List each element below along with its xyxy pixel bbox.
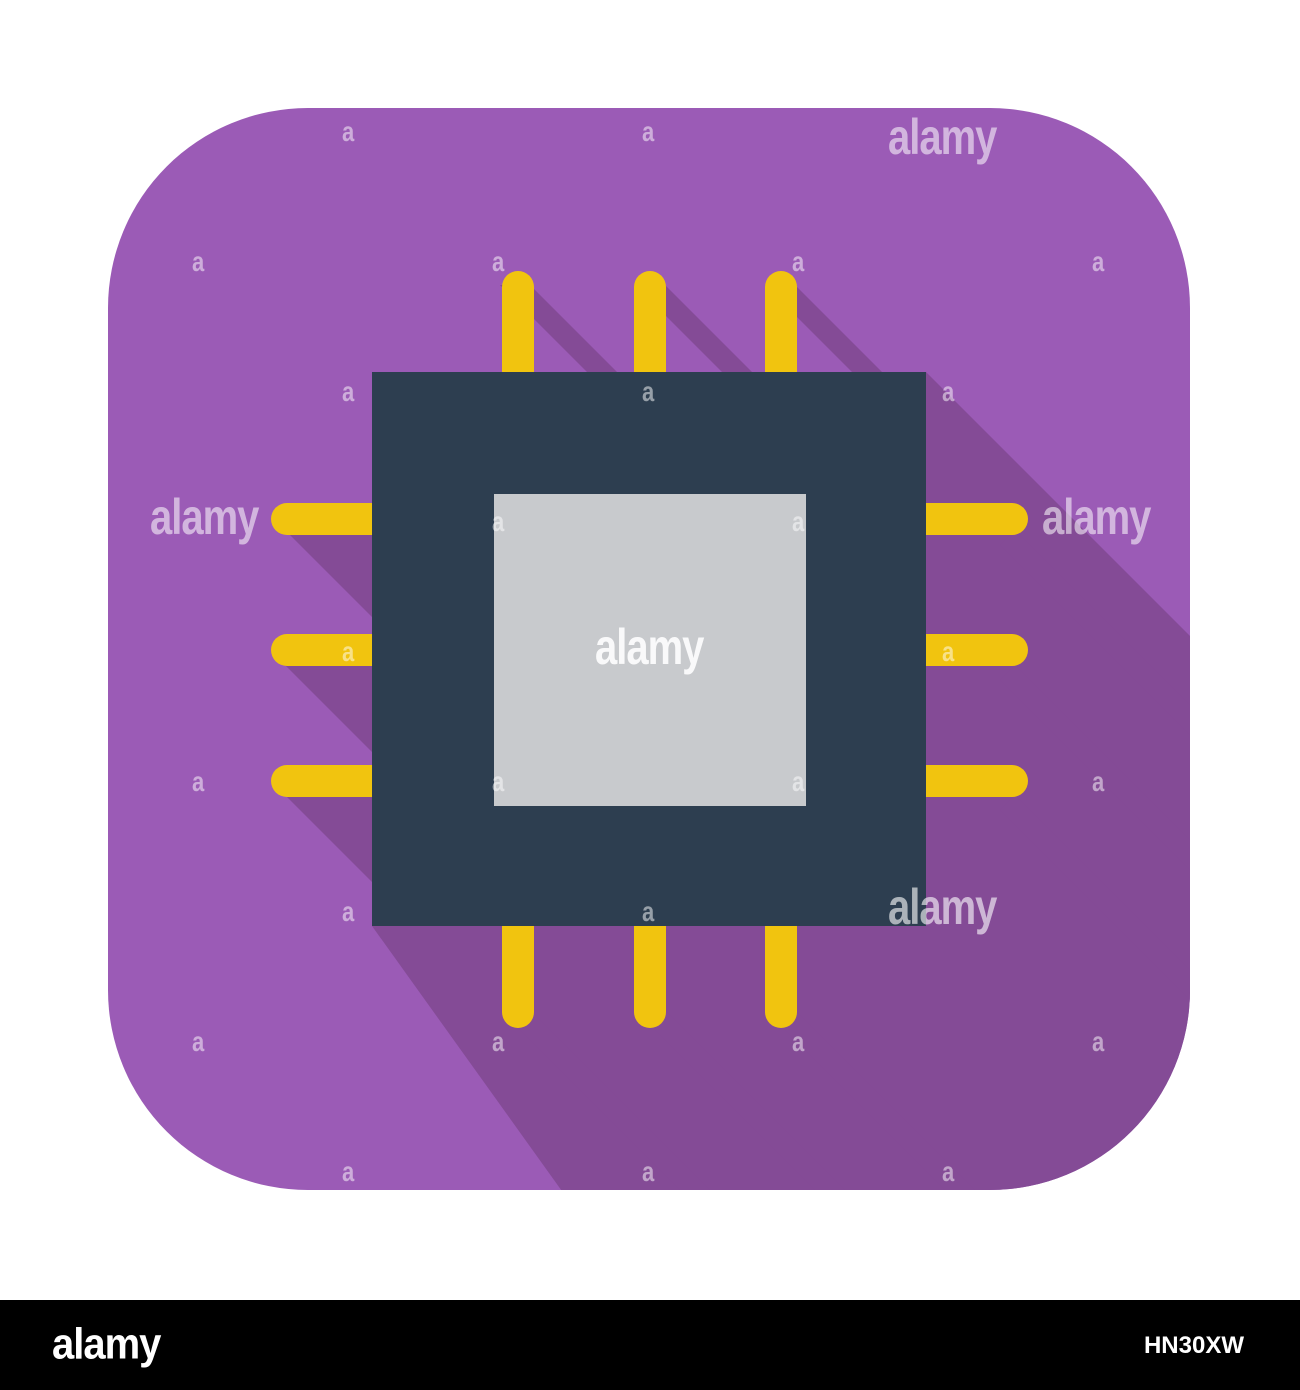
footer-bar: alamy HN30XW [0,1300,1300,1390]
pin-right-2 [900,634,1028,666]
long-shadow [285,285,1190,1190]
pin-left-2 [271,634,401,666]
image-id: HN30XW [1143,1332,1244,1359]
pin-left-1 [271,503,401,535]
pin-top-3 [765,271,797,401]
pin-top-2 [634,271,666,401]
pin-top-1 [502,271,534,401]
chip-core [494,494,806,806]
pin-bottom-3 [765,900,797,1028]
pin-bottom-2 [634,900,666,1028]
footer-logo: alamy [52,1320,161,1369]
chip-pins [271,271,1028,1028]
microchip-app-icon [108,108,1190,1190]
pin-right-1 [900,503,1028,535]
pin-right-3 [900,765,1028,797]
pin-bottom-1 [502,900,534,1028]
pin-left-3 [271,765,401,797]
